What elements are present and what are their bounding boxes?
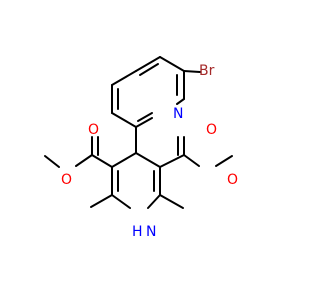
- bond: [183, 154, 200, 167]
- structure-drawing: Br N O O O O N H: [44, 56, 238, 240]
- atom-o-left-carbonyl: O: [88, 122, 99, 138]
- atom-h: H: [132, 224, 143, 240]
- atom-o-right-carbonyl: O: [206, 122, 217, 138]
- bond: [111, 152, 137, 168]
- atom-br: Br: [199, 63, 215, 79]
- atom-n-pyridine: N: [173, 106, 183, 122]
- bond: [139, 63, 159, 76]
- bond: [159, 56, 185, 72]
- molecule-canvas: Br N O O O O N H: [44, 56, 238, 240]
- bond: [44, 155, 60, 168]
- bond: [159, 154, 185, 168]
- atom-o-right-ether: O: [227, 172, 238, 188]
- atom-labels: Br N O O O O N H: [61, 63, 238, 240]
- bond: [91, 154, 113, 168]
- bond: [135, 56, 161, 72]
- bond: [90, 194, 113, 208]
- bond: [111, 112, 137, 128]
- bond: [147, 194, 161, 209]
- bond: [135, 152, 161, 168]
- bond: [183, 70, 201, 73]
- bond: [215, 155, 233, 167]
- bond: [111, 70, 137, 86]
- bond: [176, 98, 185, 105]
- bond: [137, 112, 153, 122]
- atom-n-ring: N: [146, 224, 156, 240]
- bonds: [44, 56, 233, 209]
- bond: [111, 194, 131, 209]
- bond: [159, 194, 184, 209]
- bond: [135, 117, 153, 128]
- bond: [75, 154, 93, 167]
- atom-o-left-ether: O: [61, 172, 72, 188]
